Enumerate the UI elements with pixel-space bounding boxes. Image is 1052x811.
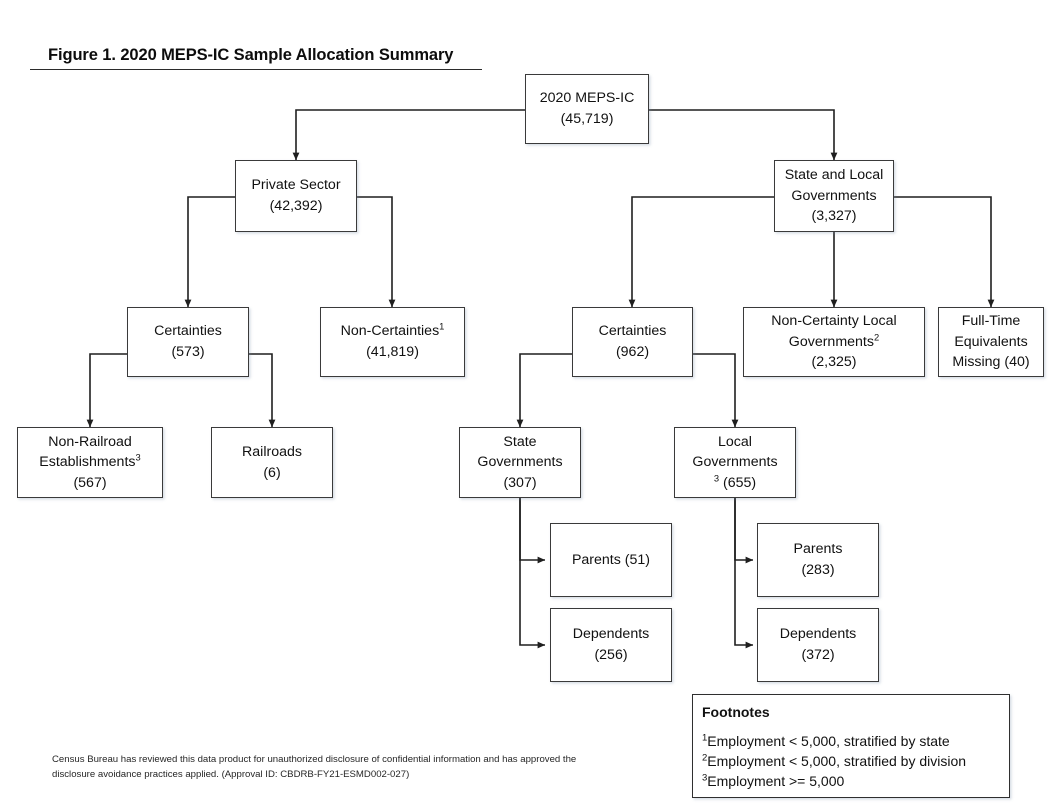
node-private-certainties-line1: Certainties bbox=[154, 323, 222, 340]
node-state-governments-line2: Governments bbox=[477, 454, 563, 471]
footnote-marker-3: 3 bbox=[702, 771, 708, 783]
node-government-certainties-line1: Certainties bbox=[598, 323, 667, 340]
node-fte-line1: Full-Time bbox=[961, 313, 1021, 330]
node-root[interactable]: 2020 MEPS-IC (45,719) bbox=[525, 74, 649, 144]
node-state-governments[interactable]: State Governments (307) bbox=[459, 427, 581, 498]
node-local-governments-line2: Governments bbox=[692, 454, 778, 471]
node-local-governments[interactable]: Local Governments 3 (655) bbox=[674, 427, 796, 498]
node-state-dependents-line1: Dependents bbox=[572, 626, 650, 643]
footnote-ref-3-local: 3 bbox=[713, 473, 720, 484]
footnote-marker-2: 2 bbox=[702, 752, 708, 764]
node-non-certainty-local-line3: (2,325) bbox=[811, 354, 857, 371]
node-non-certainties-line2: (41,819) bbox=[366, 344, 419, 360]
node-local-dependents-line1: Dependents bbox=[779, 626, 857, 643]
node-root-line1: 2020 MEPS-IC bbox=[539, 90, 635, 107]
node-private-sector[interactable]: Private Sector (42,392) bbox=[235, 160, 357, 232]
node-non-certainties-line1: Non-Certainties1 bbox=[340, 321, 445, 340]
node-state-and-local-governments[interactable]: State and Local Governments (3,327) bbox=[774, 160, 894, 232]
node-railroads[interactable]: Railroads (6) bbox=[211, 427, 333, 498]
node-state-governments-line3: (307) bbox=[503, 474, 537, 491]
node-state-local-line2: Governments bbox=[791, 187, 877, 204]
footnote-item-2: 2Employment < 5,000, stratified by divis… bbox=[702, 752, 967, 769]
footnote-ref-1: 1 bbox=[439, 321, 445, 332]
node-state-local-line1: State and Local bbox=[784, 167, 884, 184]
node-private-sector-line1: Private Sector bbox=[251, 177, 341, 194]
node-state-parents[interactable]: Parents (51) bbox=[550, 523, 672, 597]
node-local-parents-line1: Parents bbox=[793, 541, 843, 558]
node-non-railroad-line1: Non-Railroad bbox=[48, 433, 132, 450]
node-fte-line2: Equivalents bbox=[954, 333, 1028, 350]
footnote-item-3: 3Employment >= 5,000 bbox=[702, 771, 845, 789]
node-local-parents[interactable]: Parents (283) bbox=[757, 523, 879, 597]
node-root-line2: (45,719) bbox=[560, 111, 614, 127]
node-non-certainties[interactable]: Non-Certainties1 (41,819) bbox=[320, 307, 465, 377]
node-state-dependents[interactable]: Dependents (256) bbox=[550, 608, 672, 682]
node-non-railroad-line3: (567) bbox=[73, 474, 107, 491]
node-non-railroad-line2: Establishments3 bbox=[39, 452, 141, 471]
footnote-item-1: 1Employment < 5,000, stratified by state bbox=[702, 732, 950, 749]
node-local-dependents[interactable]: Dependents (372) bbox=[757, 608, 879, 682]
node-private-certainties-line2: (573) bbox=[171, 344, 205, 360]
node-local-governments-line1: Local bbox=[718, 433, 752, 450]
footnotes-title: Footnotes bbox=[702, 704, 770, 720]
node-government-certainties-line2: (962) bbox=[615, 344, 650, 360]
census-disclaimer: Census Bureau has reviewed this data pro… bbox=[52, 753, 592, 783]
node-railroads-line2: (6) bbox=[263, 464, 281, 481]
node-railroads-line1: Railroads bbox=[242, 443, 302, 460]
node-non-railroad-establishments[interactable]: Non-Railroad Establishments3 (567) bbox=[17, 427, 163, 498]
node-private-certainties[interactable]: Certainties (573) bbox=[127, 307, 249, 377]
node-government-certainties[interactable]: Certainties (962) bbox=[572, 307, 693, 377]
node-local-parents-line2: (283) bbox=[801, 562, 835, 578]
node-state-local-line3: (3,327) bbox=[811, 208, 857, 225]
node-state-dependents-line2: (256) bbox=[594, 647, 628, 663]
node-state-parents-line1: Parents (51) bbox=[571, 551, 651, 568]
node-non-certainty-local-governments[interactable]: Non-Certainty Local Governments2 (2,325) bbox=[743, 307, 925, 377]
footnote-ref-3: 3 bbox=[135, 452, 141, 463]
node-state-governments-line1: State bbox=[503, 433, 537, 450]
node-private-sector-line2: (42,392) bbox=[269, 198, 323, 214]
footnotes-box: Footnotes 1Employment < 5,000, stratifie… bbox=[692, 694, 1010, 798]
node-fte-line3: Missing (40) bbox=[952, 354, 1030, 371]
page-title: Figure 1. 2020 MEPS-IC Sample Allocation… bbox=[30, 44, 482, 70]
node-non-certainty-local-line1: Non-Certainty Local bbox=[771, 313, 897, 330]
footnote-ref-2: 2 bbox=[873, 331, 880, 342]
node-non-certainty-local-line2: Governments2 bbox=[788, 331, 880, 350]
node-full-time-equivalents-missing[interactable]: Full-Time Equivalents Missing (40) bbox=[938, 307, 1044, 377]
disclaimer-line-2: disclosure avoidance practices applied. … bbox=[52, 768, 410, 780]
node-local-dependents-line2: (372) bbox=[801, 647, 835, 663]
disclaimer-line-1: Census Bureau has reviewed this data pro… bbox=[52, 754, 577, 765]
node-local-governments-line3: 3 (655) bbox=[713, 473, 757, 491]
footnote-marker-1: 1 bbox=[702, 732, 708, 744]
